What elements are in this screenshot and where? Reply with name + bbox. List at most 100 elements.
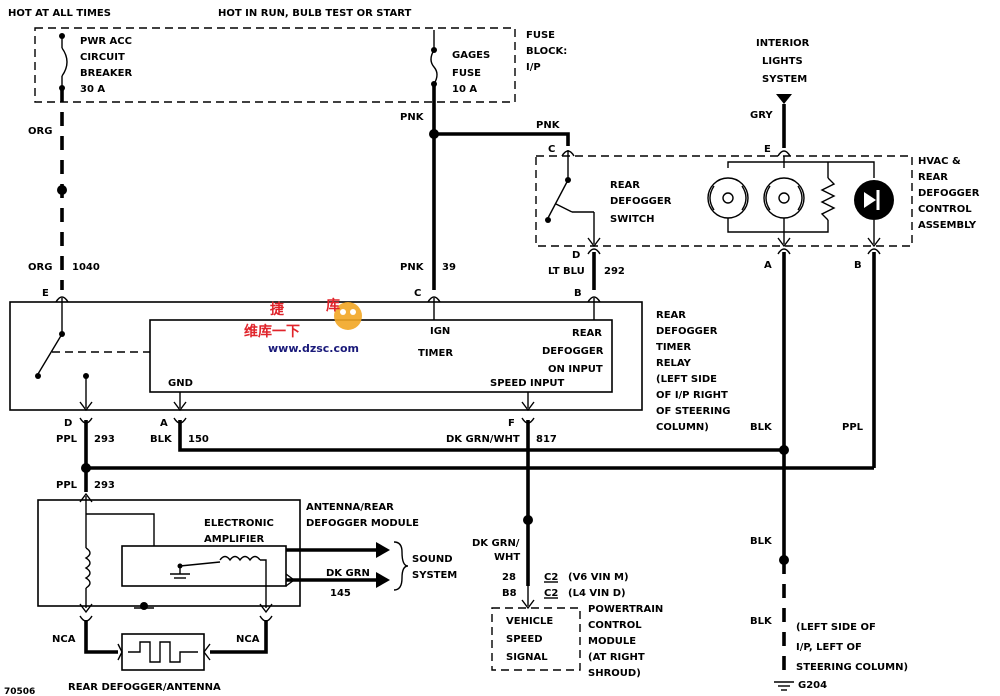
- wire-pnk-branch: [434, 132, 570, 146]
- relay-label-5: (LEFT SIDE: [656, 374, 717, 385]
- wire-blk-r3-label: BLK: [750, 616, 773, 627]
- pcm-box: [491, 607, 581, 671]
- hvac-label-4: CONTROL: [918, 204, 972, 215]
- wire-dk-grn-wht2-label-1: DK GRN/: [472, 538, 520, 549]
- wire-ppl2-label: PPL: [56, 480, 78, 491]
- bulb-1-icon: [707, 177, 749, 219]
- wire-blk-r1-label: BLK: [750, 422, 773, 433]
- fuse-block-label-3: I/P: [526, 62, 541, 73]
- pin-b-hvac: B: [854, 260, 862, 271]
- coil-left-icon: [84, 547, 91, 589]
- pin-d-relay: D: [64, 418, 72, 429]
- wire-ppl-r-label: PPL: [842, 422, 864, 433]
- wire-dk-grn-wht2-label-2: WHT: [494, 552, 520, 563]
- interior-label-2: LIGHTS: [762, 56, 803, 67]
- ground-loc-label-2: I/P, LEFT OF: [796, 642, 862, 653]
- wire-817-label: 817: [536, 434, 557, 445]
- gages-label-2: FUSE: [452, 68, 481, 79]
- pcm-label-2: CONTROL: [588, 620, 642, 631]
- watermark-url: www.dzsc.com: [268, 342, 359, 355]
- conn-c2a: C2: [544, 572, 558, 583]
- sound-bracket: [393, 541, 409, 591]
- relay-contact: [37, 333, 63, 375]
- hvac-label-1: HVAC &: [918, 156, 961, 167]
- pwr-acc-label-3: BREAKER: [80, 68, 132, 79]
- pin-b8: B8: [502, 588, 517, 599]
- vss-label-1: VEHICLE: [506, 616, 553, 627]
- pin-d-switch: D: [572, 250, 580, 261]
- splice-blk-2: [779, 555, 789, 565]
- relay-label-3: TIMER: [656, 342, 691, 353]
- wire-blk-label: BLK: [150, 434, 173, 445]
- watermark-cn-3: 维库一下: [244, 323, 300, 340]
- gages-label-3: 10 A: [452, 84, 477, 95]
- wire-org-label: ORG: [28, 126, 52, 137]
- fuse-block-label-1: FUSE: [526, 30, 555, 41]
- timer-module-box: [149, 319, 613, 393]
- wire-ppl-label: PPL: [56, 434, 78, 445]
- vss-label-3: SIGNAL: [506, 652, 548, 663]
- hot-in-run-label: HOT IN RUN, BULB TEST OR START: [218, 8, 412, 19]
- hvac-label-5: ASSEMBLY: [918, 220, 977, 231]
- gnd-label: GND: [168, 378, 193, 389]
- wire-150-label: 150: [188, 434, 209, 445]
- sound-label-2: SYSTEM: [412, 570, 457, 581]
- interior-arrow-icon: [776, 94, 792, 104]
- antenna-module-box: [37, 499, 301, 607]
- pcm-label-5: SHROUD): [588, 668, 641, 679]
- pin-b-relay: B: [574, 288, 582, 299]
- wire-nca1-label: NCA: [52, 634, 76, 645]
- wire-292-label: 292: [604, 266, 625, 277]
- wire-nca-left: [84, 620, 118, 654]
- interior-label-1: INTERIOR: [756, 38, 810, 49]
- pcm-label-1: POWERTRAIN: [588, 604, 663, 615]
- sound-connector-2-icon: [376, 572, 390, 588]
- wire-lt-blu-label: LT BLU: [548, 266, 585, 277]
- g204-label: G204: [798, 680, 827, 691]
- hvac-label-3: DEFOGGER: [918, 188, 980, 199]
- pin-e-relay: E: [42, 288, 49, 299]
- relay-label-6: OF I/P RIGHT: [656, 390, 728, 401]
- rear-antenna-label: REAR DEFOGGER/ANTENNA: [68, 682, 221, 693]
- wire-1040-label: 1040: [72, 262, 100, 273]
- switch-label-2: DEFOGGER: [610, 196, 672, 207]
- breaker-element: [61, 47, 68, 77]
- wire-145-label: 145: [330, 588, 351, 599]
- ground-loc-label-1: (LEFT SIDE OF: [796, 622, 876, 633]
- timer-relay-box: [9, 301, 643, 411]
- wire-nca2-label: NCA: [236, 634, 260, 645]
- pin-e-hvac: E: [764, 144, 771, 155]
- wire-293-label: 293: [94, 434, 115, 445]
- rear-defog-on-label-1: REAR: [572, 328, 602, 339]
- hvac-assembly-outline: [535, 155, 913, 247]
- wire-blk-r2-label: BLK: [750, 536, 773, 547]
- fuse-block-label-2: BLOCK:: [526, 46, 567, 57]
- pwr-acc-label-4: 30 A: [80, 84, 105, 95]
- wire-pnk-branch-label: PNK: [536, 120, 561, 131]
- hot-at-all-times-label: HOT AT ALL TIMES: [8, 8, 111, 19]
- relay-label-7: OF STEERING: [656, 406, 731, 417]
- wire-pnk-label: PNK: [400, 262, 425, 273]
- sound-connector-1-icon: [376, 542, 390, 558]
- pwr-acc-label-2: CIRCUIT: [80, 52, 125, 63]
- wire-gry-label: GRY: [750, 110, 773, 121]
- speed-input-label: SPEED INPUT: [490, 378, 565, 389]
- interior-label-3: SYSTEM: [762, 74, 807, 85]
- pin-c-relay: C: [414, 288, 421, 299]
- watermark-cn-2: 库: [326, 297, 340, 314]
- amplifier-box: [121, 545, 287, 587]
- wire-dk-grn-wht-label: DK GRN/WHT: [446, 434, 520, 445]
- amp-coil-icon: [219, 555, 261, 562]
- amplifier-label-2: AMPLIFIER: [204, 534, 264, 545]
- splice-org: [57, 185, 67, 195]
- sound-label-1: SOUND: [412, 554, 453, 565]
- pwr-acc-label-1: PWR ACC: [80, 36, 132, 47]
- pin-c-switch: C: [548, 144, 555, 155]
- antenna-module-label-1: ANTENNA/REAR: [306, 502, 394, 513]
- pin-28: 28: [502, 572, 516, 583]
- defogger-grid-icon: [128, 641, 198, 663]
- timer-label: TIMER: [418, 348, 453, 359]
- connector-e-hvac: [777, 150, 791, 157]
